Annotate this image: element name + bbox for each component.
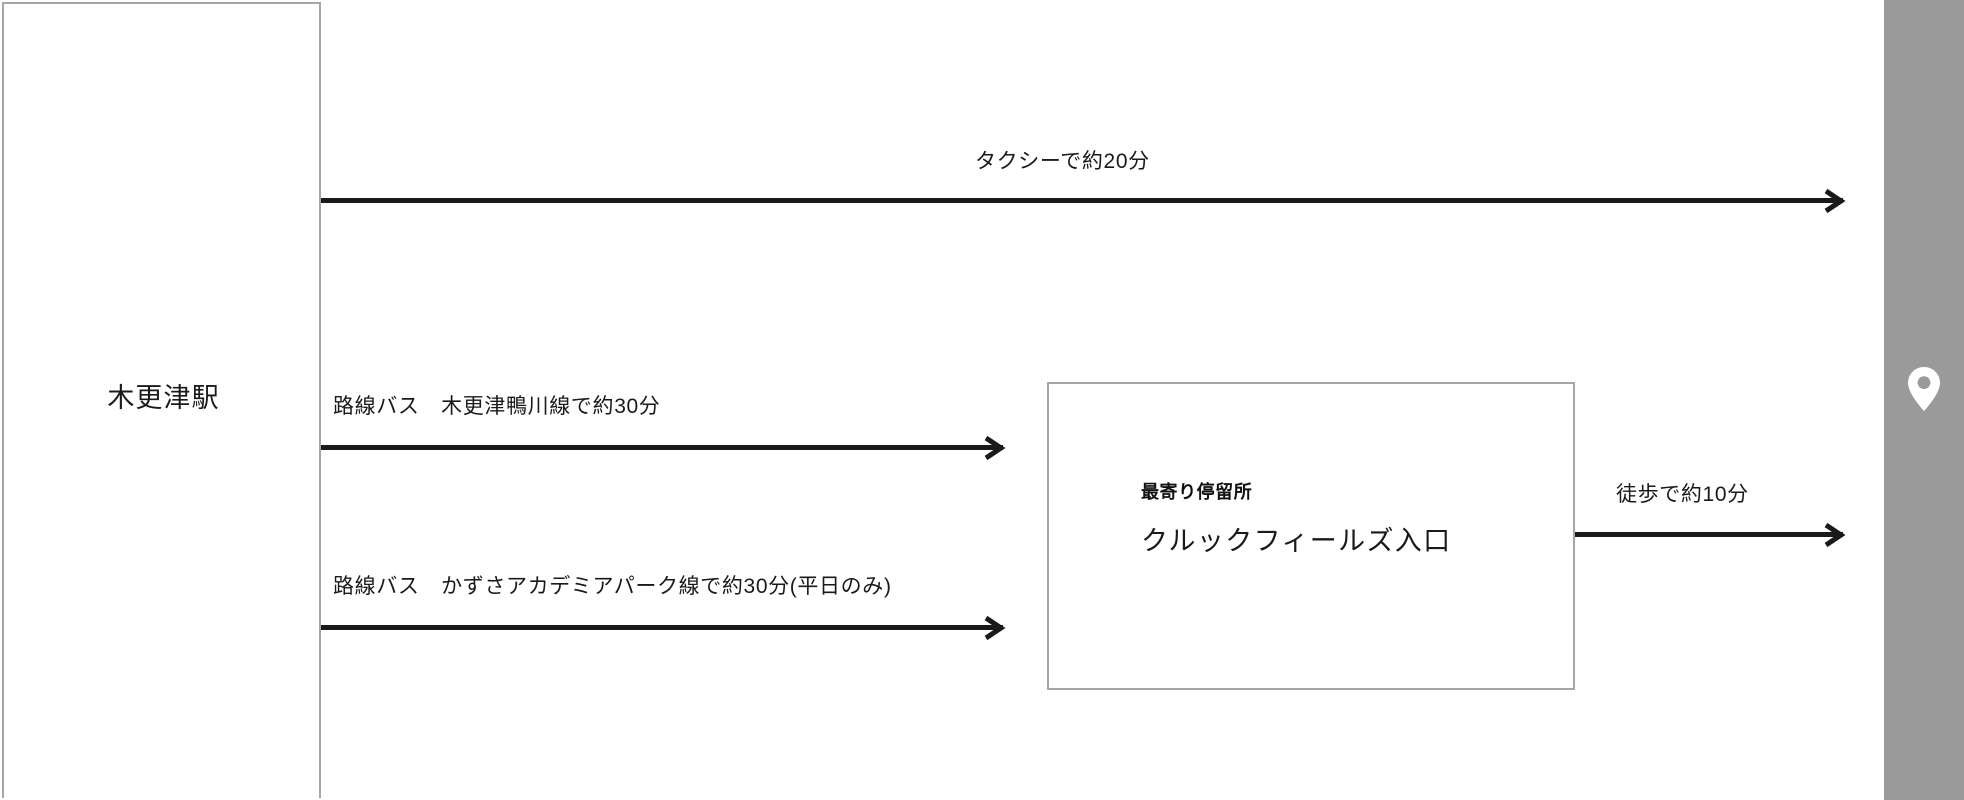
arrow-shaft — [321, 625, 1003, 630]
arrow-shaft — [321, 445, 1003, 450]
arrow-shaft — [1575, 532, 1843, 537]
route-label-bus-kazusa-academia-park: 路線バス かずさアカデミアパーク線で約30分(平日のみ) — [333, 575, 892, 598]
origin-station-box: 木更津駅 — [2, 2, 321, 798]
arrow-head-icon — [1821, 188, 1847, 214]
map-pin-icon — [1907, 366, 1941, 412]
route-arrow-bus-kazusa-academia-park — [321, 612, 1025, 642]
route-arrow-taxi — [321, 185, 1865, 215]
route-label-walk: 徒歩で約10分 — [1616, 483, 1749, 506]
nearest-bus-stop-box: 最寄り停留所 クルックフィールズ入口 — [1047, 382, 1575, 690]
origin-station-label: 木更津駅 — [107, 383, 220, 413]
arrow-head-icon — [981, 615, 1007, 641]
route-label-bus-kisarazu-kamogawa: 路線バス 木更津鴨川線で約30分 — [333, 395, 661, 418]
nearest-bus-stop-name: クルックフィールズ入口 — [1141, 526, 1452, 556]
destination-panel — [1884, 0, 1964, 800]
arrow-shaft — [321, 198, 1843, 203]
route-arrow-walk — [1575, 519, 1865, 549]
arrow-head-icon — [981, 435, 1007, 461]
nearest-bus-stop-kicker: 最寄り停留所 — [1141, 482, 1253, 502]
arrow-head-icon — [1821, 522, 1847, 548]
route-arrow-bus-kisarazu-kamogawa — [321, 432, 1025, 462]
route-label-taxi: タクシーで約20分 — [975, 150, 1150, 173]
